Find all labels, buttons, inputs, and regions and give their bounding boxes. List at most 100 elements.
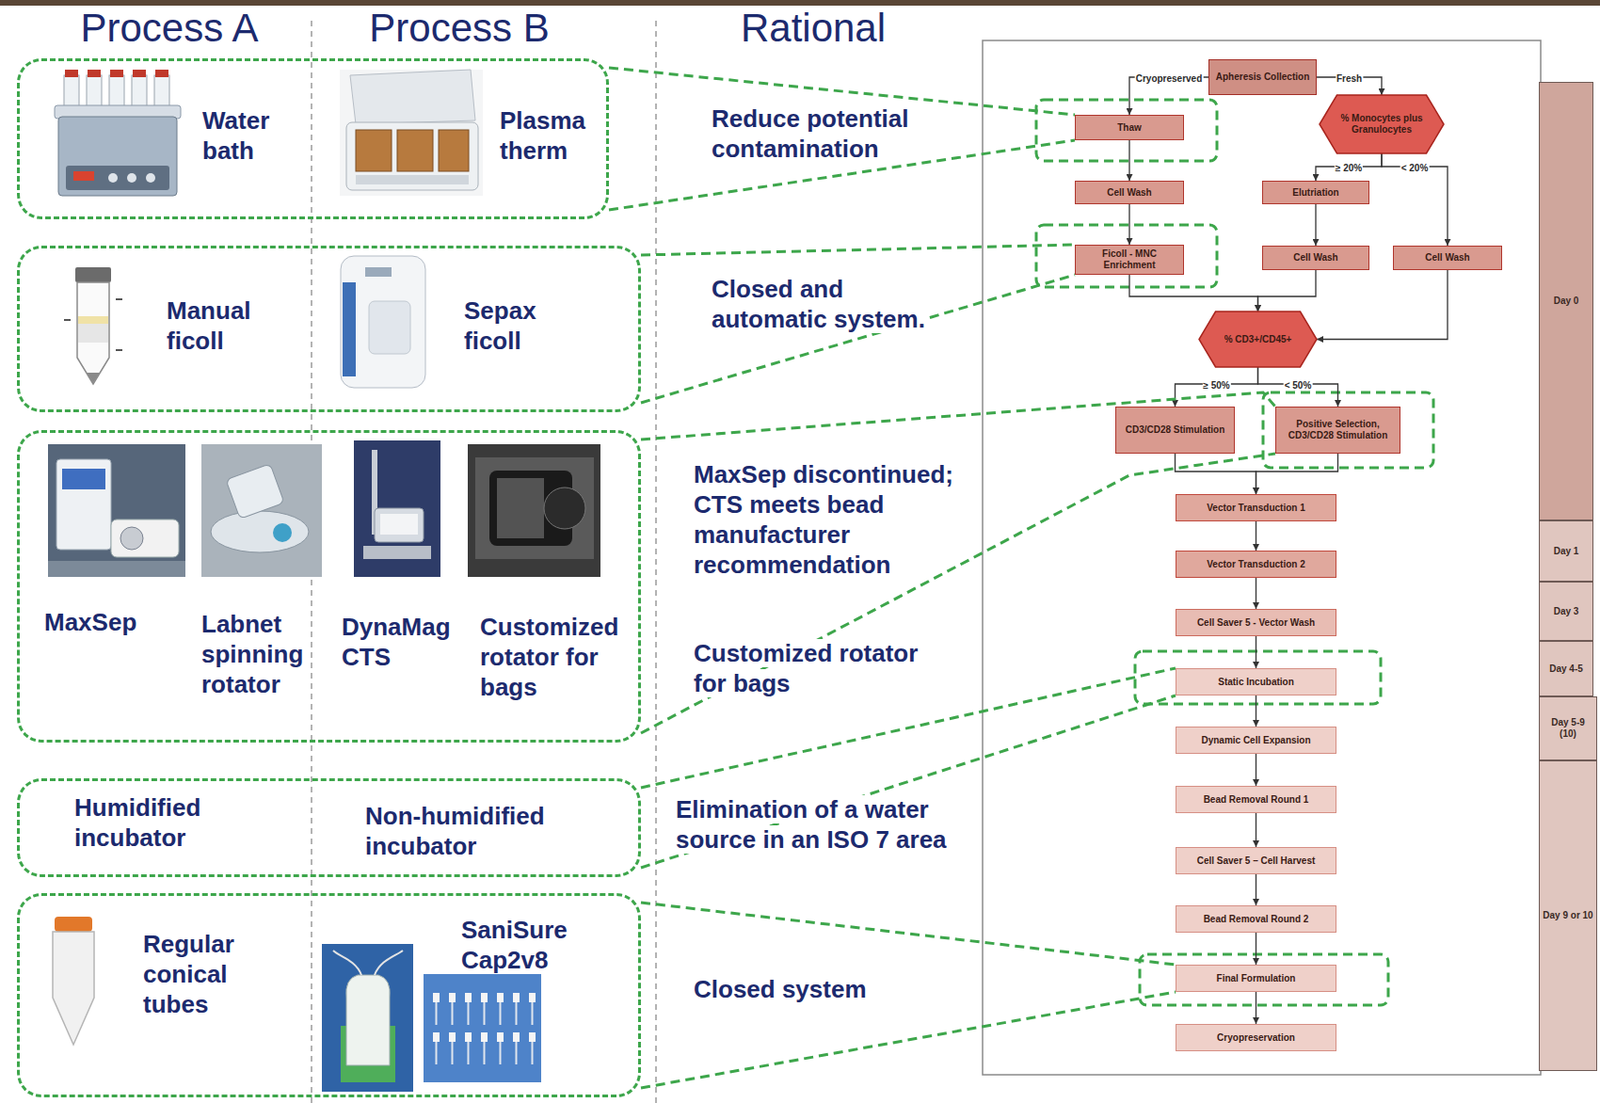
flow-connector (1128, 140, 1130, 181)
equipment-group: MaxSep Labnet spinning rotator DynaMag CTS… (16, 430, 641, 743)
caption-slot: Humidified incubator (74, 792, 216, 853)
flow-connector (1255, 636, 1257, 669)
flow-connector (1255, 932, 1257, 965)
step-text: Thaw (1117, 122, 1142, 134)
callout-line (640, 274, 1075, 403)
rationale-text: Elimination of a water source in an ISO … (675, 795, 947, 854)
water-bath-icon (54, 69, 181, 196)
flow-connector (1315, 153, 1382, 181)
flow-connector (1255, 753, 1257, 786)
sanisure-bottle-icon (321, 944, 414, 1092)
column-header-slot: Process A (56, 5, 283, 51)
process-box: Final Formulation (1175, 964, 1337, 992)
branch-label: Cryopreserved (1135, 73, 1204, 84)
step-text: Static Incubation (1217, 676, 1295, 688)
process-box: Cell Wash (1392, 245, 1503, 271)
decision-hexagon: % CD3+/CD45+ (1199, 311, 1317, 368)
caption-slot: DynaMag CTS (341, 611, 464, 672)
equipment-caption: Water bath (202, 106, 270, 165)
flowchart-frame (982, 40, 1541, 1075)
hexagon-outline (1319, 95, 1444, 154)
day-text: Day 0 (1553, 295, 1580, 307)
process-box: Cell Saver 5 – Cell Harvest (1175, 847, 1337, 875)
flow-connector (1314, 204, 1316, 246)
ficoll-tube-icon (64, 267, 123, 384)
column-header: Process A (80, 5, 258, 50)
column-divider (655, 20, 657, 1103)
flow-connector (1129, 274, 1259, 312)
day-text: Day 9 or 10 (1542, 910, 1593, 922)
branch-label: < 20% (1400, 162, 1430, 174)
branch-label-slot: < 20% (1400, 158, 1430, 176)
spinning-rotator-icon (201, 444, 322, 577)
step-text: Ficoll - MNC Enrichment (1080, 248, 1179, 272)
process-box: CD3/CD28 Stimulation (1115, 406, 1235, 454)
process-box: Vector Transduction 2 (1175, 550, 1337, 578)
caption-slot: Customized rotator for bags (480, 611, 631, 703)
flow-connector (1256, 453, 1339, 495)
caption-slot: SaniSure Cap2v8 (461, 914, 584, 976)
step-text: Apheresis Collection (1216, 71, 1310, 83)
flow-connector (1255, 521, 1257, 551)
caption-slot: Plasma therm (499, 105, 602, 166)
decision-text: % Monocytes plus Granulocytes (1335, 112, 1428, 136)
day-band: Day 0 (1538, 81, 1594, 521)
caption-slot: MaxSep (44, 607, 158, 638)
branch-label-slot: Fresh (1335, 68, 1363, 86)
equipment-group: Humidified incubatorNon-humidified incub… (16, 778, 641, 878)
process-box: Ficoll - MNC Enrichment (1074, 244, 1184, 275)
step-text: Cell Wash (1424, 252, 1470, 264)
flow-connector (1255, 695, 1257, 727)
branch-label: < 50% (1283, 380, 1313, 391)
day-text: Day 5-9 (10) (1542, 717, 1594, 740)
equipment-caption: Labnet spinning rotator (201, 609, 304, 699)
equipment-group: Manual ficollSepax ficoll (16, 245, 641, 413)
branch-label: ≥ 50% (1201, 380, 1231, 391)
process-box: Bead Removal Round 2 (1175, 905, 1337, 933)
process-box: Dynamic Cell Expansion (1175, 726, 1337, 754)
rationale-text-slot: Closed and automatic system. (711, 273, 934, 335)
maxsep-device-icon (48, 444, 186, 577)
flow-connector (1255, 577, 1257, 609)
rationale-text-slot: Customized rotator for bags (693, 638, 925, 699)
step-text: Cell Wash (1106, 187, 1152, 199)
process-box: Cell Saver 5 - Vector Wash (1175, 608, 1337, 637)
process-box: Cell Wash (1074, 180, 1184, 205)
process-box: Vector Transduction 1 (1175, 494, 1337, 522)
flow-connector (1255, 874, 1257, 906)
caption-slot: Labnet spinning rotator (201, 608, 319, 700)
highlight-frame (1139, 954, 1389, 1006)
step-text: Bead Removal Round 2 (1203, 913, 1310, 926)
decision-hexagon: % Monocytes plus Granulocytes (1319, 95, 1444, 154)
rationale-text: Customized rotator for bags (693, 639, 918, 698)
flow-connector (1381, 153, 1448, 246)
rationale-text-slot: MaxSep discontinued; CTS meets bead manu… (693, 459, 962, 580)
flow-connector (1255, 992, 1257, 1024)
step-text: Cryopreservation (1216, 1032, 1296, 1044)
flow-connector (1175, 367, 1259, 407)
dynamag-icon (353, 440, 441, 577)
branch-label: Fresh (1335, 73, 1363, 84)
equipment-caption: MaxSep (44, 608, 137, 637)
process-box: Static Incubation (1175, 668, 1337, 696)
branch-label-slot: ≥ 20% (1334, 158, 1363, 176)
process-box: Apheresis Collection (1208, 59, 1317, 96)
process-box: Cell Wash (1262, 245, 1370, 271)
day-band: Day 1 (1538, 520, 1594, 582)
equipment-group: Regular conical tubes SaniSure Cap2v8 (16, 893, 641, 1098)
highlight-frame (1263, 392, 1434, 468)
equipment-caption: Customized rotator for bags (480, 612, 619, 702)
step-text: Cell Saver 5 – Cell Harvest (1197, 855, 1316, 867)
flow-connector (1258, 270, 1317, 312)
rationale-text: Closed and automatic system. (711, 274, 926, 334)
caption-slot: Regular conical tubes (143, 928, 249, 1020)
branch-label-slot: Cryopreserved (1135, 68, 1204, 86)
equipment-caption: Humidified incubator (74, 793, 201, 852)
process-box: Positive Selection, CD3/CD28 Stimulation (1275, 406, 1401, 454)
caption-slot: Manual ficoll (166, 295, 278, 356)
equipment-caption: Regular conical tubes (143, 929, 235, 1019)
bag-rotator-icon (467, 444, 601, 577)
day-text: Day 4-5 (1549, 663, 1584, 675)
day-text: Day 1 (1553, 545, 1580, 558)
